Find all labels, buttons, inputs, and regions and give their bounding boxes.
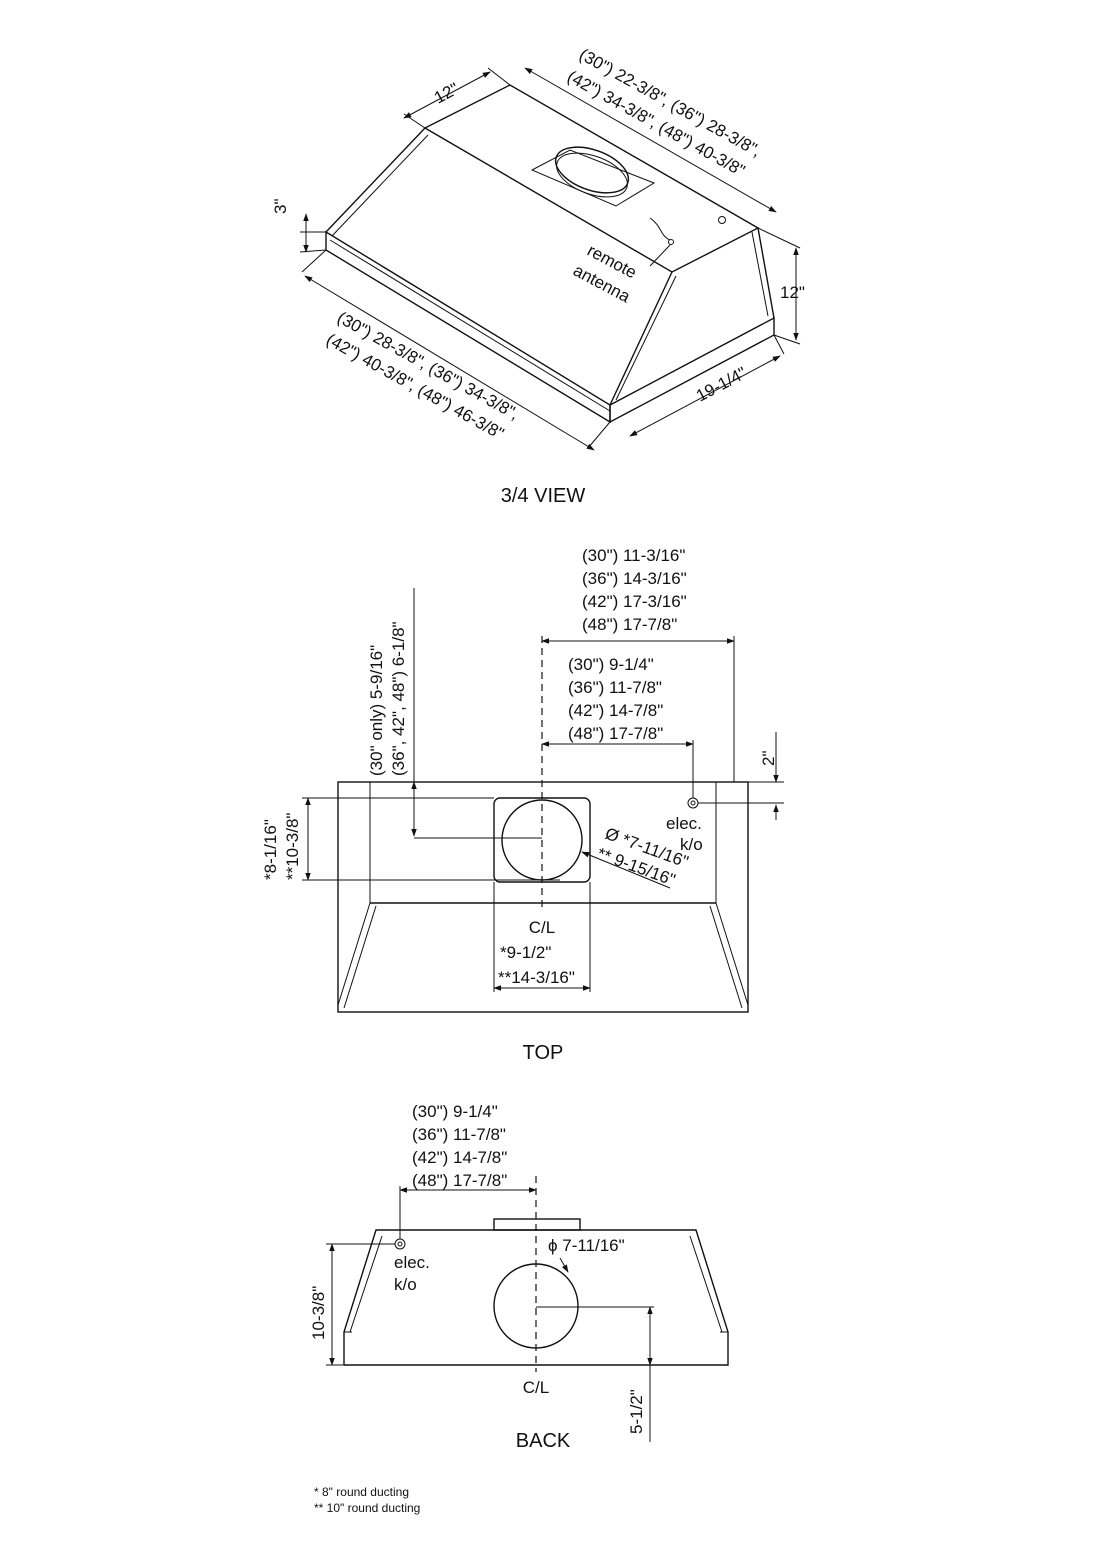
- plate-width-label-1: *9-1/2": [500, 943, 551, 962]
- top-view-title: TOP: [523, 1042, 564, 1064]
- top-elec-label-1: elec.: [666, 814, 702, 833]
- back-knockout-width-1: (30") 9-1/4": [412, 1102, 498, 1121]
- top-view: (30") 11-3/16" (36") 14-3/16" (42") 17-3…: [261, 546, 784, 1064]
- duct-height-label: 5-1/2": [627, 1389, 646, 1434]
- back-height-label: 10-3/8": [309, 1286, 328, 1340]
- top-outer-width-2: (36") 14-3/16": [582, 569, 687, 588]
- top-outer-width-4: (48") 17-7/8": [582, 615, 677, 634]
- back-view: (30") 9-1/4" (36") 11-7/8" (42") 14-7/8"…: [309, 1102, 729, 1452]
- knockout-offset-label: 2": [759, 751, 778, 767]
- back-knockout-width-4: (48") 17-7/8": [412, 1171, 507, 1190]
- duct-offset-label-2: (36", 42", 48") 6-1/8": [389, 621, 408, 776]
- depth-top-label: 12": [431, 79, 462, 107]
- three-quarter-view: 12" (30") 22-3/8", (36") 28-3/8", (42") …: [271, 45, 805, 507]
- back-elec-label-1: elec.: [394, 1253, 430, 1272]
- top-outer-width-3: (42") 17-3/16": [582, 592, 687, 611]
- plate-width-label-2: **14-3/16": [498, 968, 575, 987]
- lip-height-label: 3": [271, 199, 290, 215]
- side-dim-label-1: *8-1/16": [261, 819, 280, 880]
- top-centerline-label: C/L: [529, 918, 555, 937]
- top-knockout-width-2: (36") 11-7/8": [568, 678, 662, 697]
- footnote-10in: ** 10" round ducting: [314, 1501, 420, 1515]
- duct-offset-label-1: (30" only) 5-9/16": [367, 645, 386, 776]
- top-knockout-width-1: (30") 9-1/4": [568, 655, 654, 674]
- top-elec-label-2: k/o: [680, 835, 703, 854]
- top-knockout-width-4: (48") 17-7/8": [568, 724, 663, 743]
- three-quarter-view-title: 3/4 VIEW: [501, 485, 586, 507]
- top-knockout-width-3: (42") 14-7/8": [568, 701, 663, 720]
- depth-bottom-label: 19-1/4": [693, 363, 750, 405]
- height-label: 12": [780, 283, 805, 302]
- back-centerline-label: C/L: [523, 1378, 549, 1397]
- back-knockout-width-3: (42") 14-7/8": [412, 1148, 507, 1167]
- top-outer-width-1: (30") 11-3/16": [582, 546, 685, 565]
- footnote-8in: * 8" round ducting: [314, 1485, 409, 1499]
- back-view-title: BACK: [516, 1430, 571, 1452]
- back-diameter-label: ϕ 7-11/16": [548, 1236, 625, 1255]
- footnotes: * 8" round ducting ** 10" round ducting: [314, 1485, 420, 1515]
- side-dim-label-2: **10-3/8": [283, 813, 302, 880]
- back-knockout-width-2: (36") 11-7/8": [412, 1125, 506, 1144]
- back-elec-label-2: k/o: [394, 1275, 417, 1294]
